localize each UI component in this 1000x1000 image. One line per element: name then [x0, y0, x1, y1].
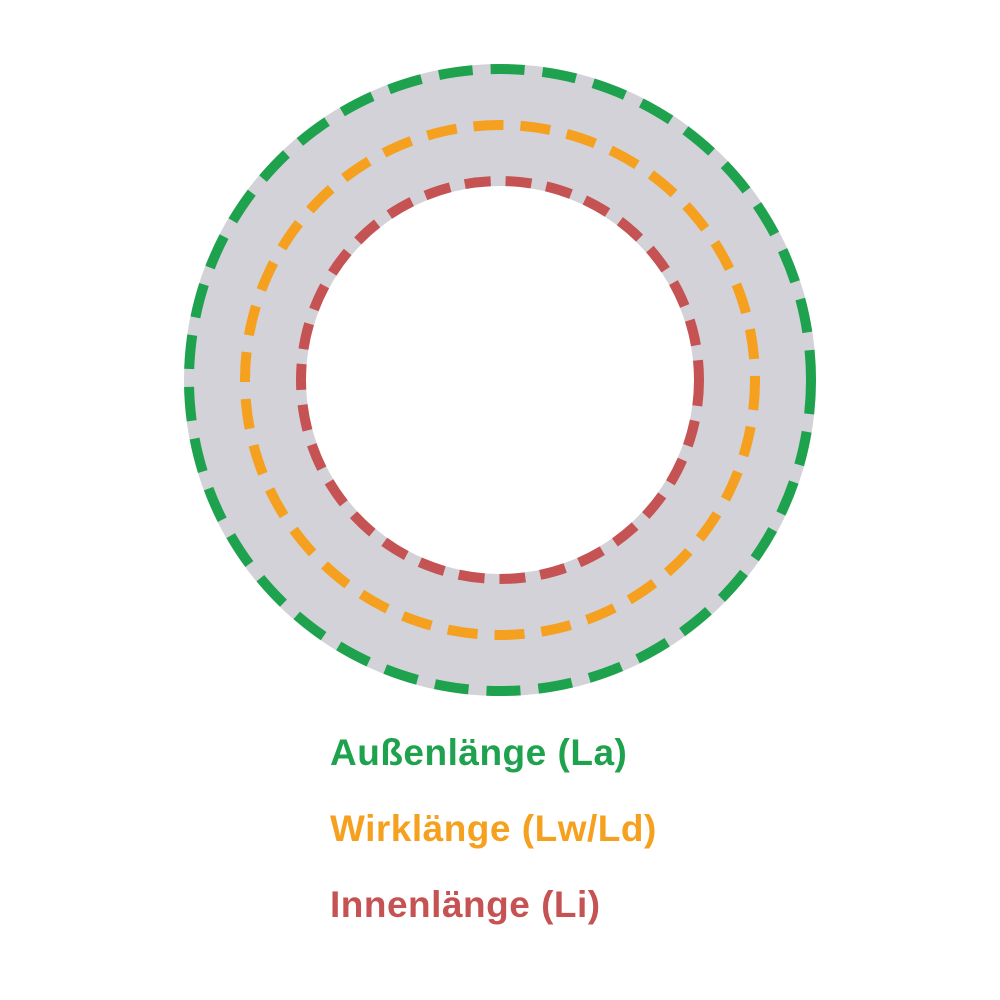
outer-length-dashed-circle: [184, 64, 816, 696]
belt-ring-svg: [184, 64, 816, 696]
inner-length-dashed-circle: [296, 176, 704, 584]
effective-length-dashed-circle: [240, 120, 760, 640]
legend-inner-length-label: Innenlänge (Li): [330, 884, 601, 925]
belt-length-diagram: [184, 64, 816, 696]
legend-outer-length-label: Außenlänge (La): [330, 732, 628, 773]
legend: Außenlänge (La) Wirklänge (Lw/Ld) Innenl…: [330, 734, 657, 923]
legend-effective-length-label: Wirklänge (Lw/Ld): [330, 808, 657, 849]
